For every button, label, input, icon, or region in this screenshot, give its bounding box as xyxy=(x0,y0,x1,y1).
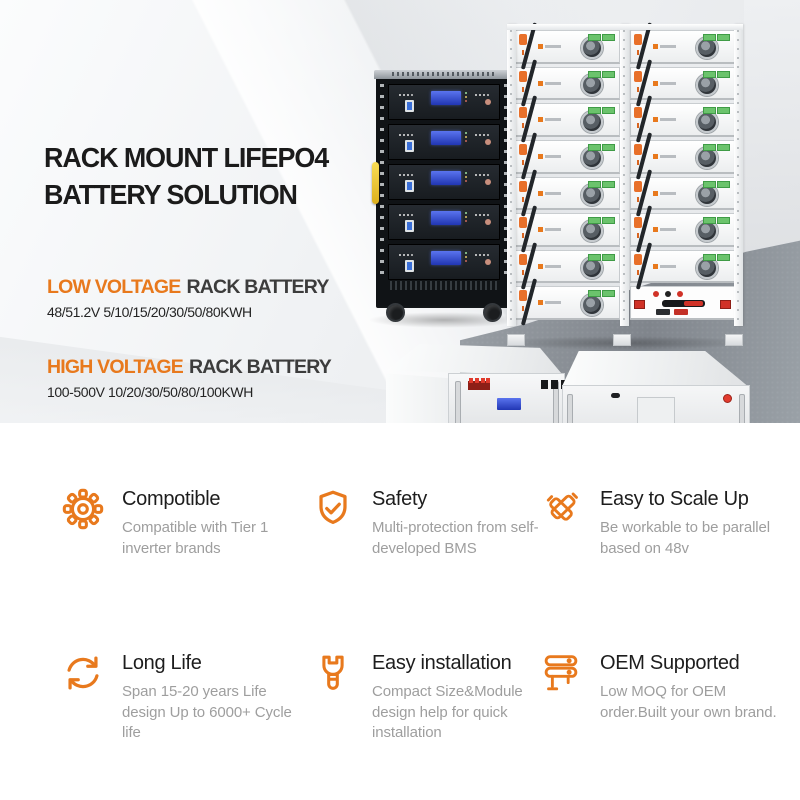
battery-module xyxy=(630,168,735,217)
low-voltage-specs: 48/51.2V 5/10/15/20/30/50/80KWH xyxy=(47,304,252,320)
battery-module xyxy=(388,164,500,200)
cycle-arrows-icon xyxy=(60,650,106,696)
hero-section: RACK MOUNT LIFEPO4 BATTERY SOLUTION LOW … xyxy=(0,0,800,423)
feature-title: Easy to Scale Up xyxy=(600,488,749,510)
wrench-icon xyxy=(310,650,356,696)
battery-module xyxy=(630,95,735,143)
crossed-batteries-icon xyxy=(538,486,584,532)
battery-module xyxy=(515,242,620,290)
feature-compatible: Compotible Compatible with Tier 1 invert… xyxy=(60,486,304,559)
battery-module xyxy=(388,244,500,280)
battery-module xyxy=(388,84,500,120)
rack-rail xyxy=(504,84,508,274)
cabinet-shadow xyxy=(368,312,520,328)
features-section: Compotible Compatible with Tier 1 invert… xyxy=(0,423,800,800)
control-module xyxy=(630,286,735,320)
battery-module xyxy=(630,242,735,290)
battery-module xyxy=(515,132,620,180)
battery-module xyxy=(515,22,620,70)
gear-icon xyxy=(60,486,106,532)
page-title: RACK MOUNT LIFEPO4 BATTERY SOLUTION xyxy=(44,140,329,214)
high-voltage-highlight: HIGH VOLTAGE xyxy=(47,356,184,378)
low-voltage-rest: RACK BATTERY xyxy=(186,276,329,298)
feature-description: Compatible with Tier 1 inverter brands xyxy=(122,519,269,557)
battery-module xyxy=(515,205,620,253)
caster-wheel xyxy=(483,303,502,322)
rack-post xyxy=(620,24,629,326)
feature-title: Compotible xyxy=(122,488,221,510)
title-line-2: BATTERY SOLUTION xyxy=(44,178,298,210)
feature-description: Be workable to be parallel based on 48v xyxy=(600,519,771,557)
battery-module xyxy=(515,58,620,107)
yellow-handle xyxy=(372,162,379,204)
server-stack-icon xyxy=(538,650,584,696)
unit-front-face xyxy=(562,385,750,423)
white-battery-rack-image xyxy=(501,22,749,350)
battery-module xyxy=(388,204,500,240)
battery-module xyxy=(630,205,735,253)
feature-description: Multi-protection from self-developed BMS xyxy=(372,519,539,557)
battery-module xyxy=(630,132,735,180)
feature-description: Span 15-20 years Life design Up to 6000+… xyxy=(122,683,292,742)
rack-battery-unit-image xyxy=(386,344,565,423)
cabinet-body xyxy=(374,70,514,308)
feature-long-life: Long Life Span 15-20 years Life design U… xyxy=(60,650,304,744)
battery-module xyxy=(630,22,735,70)
battery-module xyxy=(388,124,500,160)
battery-module xyxy=(515,278,620,327)
unit-side-face xyxy=(386,373,448,423)
feature-oem: OEM Supported Low MOQ for OEM order.Buil… xyxy=(538,650,782,723)
shield-check-icon xyxy=(310,486,356,532)
rack-foot xyxy=(507,334,525,346)
feature-description: Low MOQ for OEM order.Built your own bra… xyxy=(600,683,777,721)
feature-title: OEM Supported xyxy=(600,652,740,674)
right-wall xyxy=(744,0,800,252)
battery-module xyxy=(515,95,620,143)
caster-wheel xyxy=(386,303,405,322)
low-voltage-highlight: LOW VOLTAGE xyxy=(47,276,181,298)
rack-top-beam xyxy=(507,24,743,30)
unit-front-face xyxy=(447,372,565,423)
unit-top-face xyxy=(386,344,563,376)
black-rack-cabinet-image xyxy=(368,70,520,328)
feature-title: Long Life xyxy=(122,652,202,674)
cabinet-modules xyxy=(380,84,508,280)
rack-post xyxy=(507,24,516,326)
battery-module xyxy=(630,58,735,107)
cabinet-bottom-vent xyxy=(390,281,498,290)
feature-description: Compact Size&Module design help for quic… xyxy=(372,683,523,742)
feature-title: Easy installation xyxy=(372,652,512,674)
rack-post xyxy=(734,24,743,326)
high-voltage-specs: 100-500V 10/20/30/50/80/100KWH xyxy=(47,384,253,400)
cabinet-top-vent xyxy=(374,70,514,79)
feature-easy-installation: Easy installation Compact Size&Module de… xyxy=(310,650,554,744)
rack-foot xyxy=(613,334,631,346)
feature-safety: Safety Multi-protection from self-develo… xyxy=(310,486,554,559)
unit-top-face xyxy=(562,351,748,387)
high-voltage-rest: RACK BATTERY xyxy=(188,356,332,378)
feature-scale-up: Easy to Scale Up Be workable to be paral… xyxy=(538,486,782,559)
rack-foot xyxy=(725,334,743,346)
battery-module xyxy=(515,168,620,217)
high-voltage-unit-image xyxy=(562,351,750,423)
rack-rail xyxy=(380,84,384,274)
title-line-1: RACK MOUNT LIFEPO4 xyxy=(44,142,329,173)
feature-title: Safety xyxy=(372,488,427,510)
